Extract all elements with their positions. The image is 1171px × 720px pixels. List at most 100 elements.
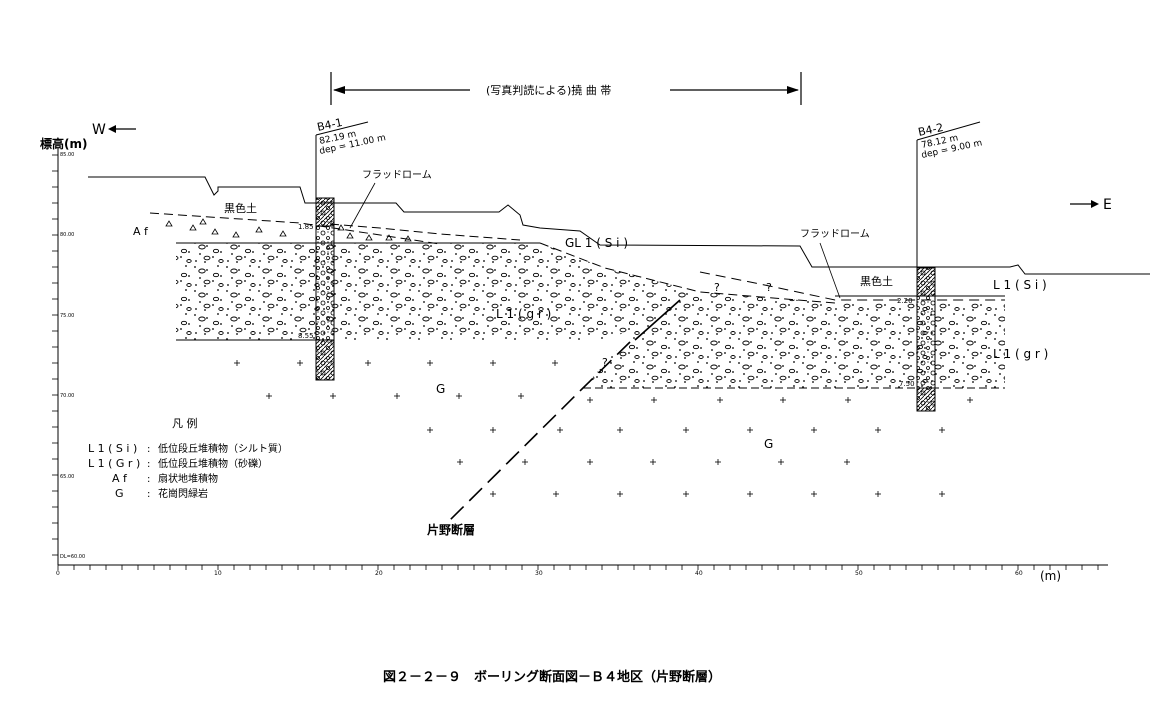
west-label: W xyxy=(92,122,106,138)
x-tick-30: 30 xyxy=(535,570,543,577)
granite-cross xyxy=(845,397,851,403)
legend-colon-4: : xyxy=(147,489,150,500)
b4-1-depth-2: 8.55 xyxy=(298,332,314,340)
granite-cross xyxy=(875,427,881,433)
uncertain-mark-1: ? xyxy=(714,281,720,294)
granite-cross xyxy=(330,393,336,399)
flood-loam-label-west: フラッドローム xyxy=(362,169,432,181)
y-tick-75: 75.00 xyxy=(60,313,74,319)
x-axis xyxy=(57,564,1108,570)
granite-cross xyxy=(778,459,784,465)
l1gr-label-east: L 1 ( g r ) xyxy=(993,347,1048,361)
flood-loam-leader-east xyxy=(819,242,841,299)
granite-cross xyxy=(650,459,656,465)
granite-cross xyxy=(457,459,463,465)
granite-cross xyxy=(522,459,528,465)
af-label: A f xyxy=(133,225,149,238)
uncertain-mark-2: ? xyxy=(766,281,772,294)
granite-cross xyxy=(683,427,689,433)
granite-cross xyxy=(811,427,817,433)
x-axis-unit: (m) xyxy=(1040,569,1061,583)
granite-cross xyxy=(427,427,433,433)
legend-title: 凡 例 xyxy=(172,416,198,430)
x-tick-10: 10 xyxy=(214,570,222,577)
fault-line xyxy=(449,299,681,521)
l1si-label-east: L 1 ( S i ) xyxy=(993,278,1047,292)
granite-crosses xyxy=(234,360,973,497)
l1gr-deposit xyxy=(176,243,1005,388)
legend-desc-2: 低位段丘堆積物（砂礫） xyxy=(158,457,268,470)
west-arrow-icon xyxy=(108,125,136,133)
granite-cross xyxy=(427,360,433,366)
granite-cross xyxy=(717,397,723,403)
y-axis xyxy=(52,148,59,565)
flexure-zone-bracket xyxy=(330,72,802,105)
granite-cross xyxy=(394,393,400,399)
granite-cross xyxy=(456,393,462,399)
figure-caption: 図２－２－９ ボーリング断面図－Ｂ４地区（片野断層） xyxy=(383,669,721,685)
y-tick-80: 80.00 xyxy=(60,232,74,238)
granite-cross xyxy=(553,491,559,497)
legend-code-4: G xyxy=(115,487,124,500)
granite-cross xyxy=(683,491,689,497)
granite-cross xyxy=(844,459,850,465)
legend-colon-1: : xyxy=(147,444,150,455)
granite-cross xyxy=(587,397,593,403)
granite-label-east: G xyxy=(764,437,773,451)
granite-cross xyxy=(875,491,881,497)
granite-cross xyxy=(518,393,524,399)
flood-loam-leader-west xyxy=(349,182,376,229)
b4-2-depth-2: 7.50 xyxy=(899,380,915,388)
legend-code-2: L 1 ( G r ) xyxy=(88,457,140,470)
granite-cross xyxy=(266,393,272,399)
east-label: E xyxy=(1103,197,1112,213)
legend-desc-4: 花崗閃緑岩 xyxy=(158,487,208,500)
legend-desc-1: 低位段丘堆積物（シルト質） xyxy=(158,442,288,455)
east-arrow-icon xyxy=(1070,200,1099,208)
y-axis-title: 標高(m) xyxy=(40,136,87,151)
granite-cross xyxy=(747,491,753,497)
x-tick-0: 0 xyxy=(56,570,60,577)
granite-cross xyxy=(234,360,240,366)
legend-desc-3: 扇状地堆積物 xyxy=(158,472,218,485)
legend-colon-3: : xyxy=(147,474,150,485)
x-tick-40: 40 xyxy=(695,570,703,577)
x-tick-50: 50 xyxy=(855,570,863,577)
granite-cross xyxy=(587,459,593,465)
granite-cross xyxy=(297,360,303,366)
b4-2-depth-1: 2.20 xyxy=(897,297,913,305)
granite-cross xyxy=(365,360,371,366)
flood-loam-label-east: フラッドローム xyxy=(800,228,870,240)
granite-cross xyxy=(617,427,623,433)
granite-cross xyxy=(747,427,753,433)
granite-cross xyxy=(939,427,945,433)
af-triangles xyxy=(165,218,412,242)
legend-code-1: L 1 ( S i ) xyxy=(88,442,137,455)
af-deposit xyxy=(150,213,440,244)
fault-label: 片野断層 xyxy=(427,522,475,537)
granite-cross xyxy=(490,427,496,433)
uncertain-mark-3: ? xyxy=(602,356,608,369)
granite-cross xyxy=(490,360,496,366)
granite-cross xyxy=(967,397,973,403)
b4-1-depth-1: 1.85 xyxy=(298,223,314,231)
y-tick-70: 70.00 xyxy=(60,393,74,399)
legend-code-3: A f xyxy=(112,472,128,485)
borehole-b4-2 xyxy=(916,121,981,412)
x-tick-60: 60 xyxy=(1015,570,1023,577)
granite-cross xyxy=(557,427,563,433)
borehole-b4-1 xyxy=(315,121,369,381)
x-tick-20: 20 xyxy=(375,570,383,577)
granite-cross xyxy=(780,397,786,403)
kokushokudo-label-east: 黒色土 xyxy=(860,274,893,288)
granite-cross xyxy=(617,491,623,497)
y-tick-65: 65.00 xyxy=(60,474,74,480)
flexure-zone-label: (写真判読による)撓 曲 帯 xyxy=(486,83,611,97)
granite-cross xyxy=(811,491,817,497)
kokushokudo-label-west: 黒色土 xyxy=(224,201,257,215)
y-tick-60: DL=60.00 xyxy=(60,554,85,560)
granite-cross xyxy=(552,360,558,366)
ground-surface xyxy=(88,176,1150,275)
granite-cross xyxy=(939,491,945,497)
